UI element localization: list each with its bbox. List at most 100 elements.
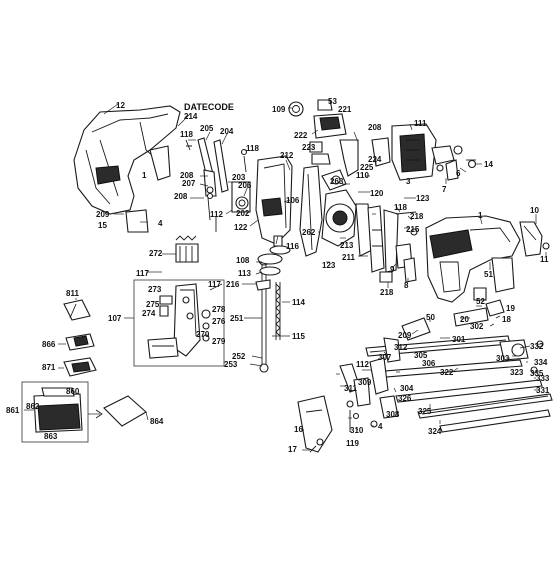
- callout-208: 208: [180, 171, 194, 180]
- callout-871: 871: [42, 363, 56, 372]
- callout-273: 273: [148, 285, 162, 294]
- callout-106: 106: [286, 196, 300, 205]
- callout-118: 118: [246, 144, 259, 153]
- callout-224: 224: [368, 155, 382, 164]
- callout-866: 866: [42, 340, 56, 349]
- leader-lines: [24, 103, 547, 451]
- callout-214: 214: [184, 112, 198, 121]
- mid-right-bracket-group: [367, 205, 418, 283]
- callout-335: 335: [530, 369, 544, 378]
- callout-113: 113: [238, 269, 251, 278]
- callout-4: 4: [158, 219, 163, 228]
- callout-323: 323: [510, 368, 524, 377]
- callout-211: 211: [342, 253, 355, 262]
- right-housing-half: [425, 215, 550, 303]
- callout-306: 306: [422, 359, 436, 368]
- callout-labels: DATECODE 12 1 214 118 205 204 118 208 20…: [6, 97, 550, 454]
- callout-203: 203: [232, 173, 246, 182]
- callout-270: 270: [196, 330, 210, 339]
- callout-109: 109: [272, 105, 286, 114]
- datecode-label: DATECODE: [184, 102, 234, 112]
- callout-860: 860: [66, 387, 80, 396]
- screw-17-head: [316, 438, 324, 446]
- callout-222: 222: [294, 131, 308, 140]
- callout-861: 861: [6, 406, 20, 415]
- callout-206: 206: [238, 181, 252, 190]
- callout-308: 308: [386, 410, 400, 419]
- callout-209: 209: [398, 331, 412, 340]
- callout-303: 303: [496, 354, 510, 363]
- callout-278: 278: [212, 305, 226, 314]
- callout-272: 272: [149, 249, 163, 258]
- callout-221: 221: [338, 105, 352, 114]
- charger-866: [65, 333, 95, 351]
- callout-311: 311: [344, 384, 357, 393]
- callout-120: 120: [370, 189, 384, 198]
- callout-205: 205: [200, 124, 214, 133]
- callout-215: 215: [406, 225, 420, 234]
- callout-209: 209: [96, 210, 110, 219]
- callout-12: 12: [116, 101, 125, 110]
- callout-114: 114: [292, 298, 305, 307]
- callout-212: 212: [280, 151, 294, 160]
- callout-304: 304: [400, 384, 414, 393]
- callout-332: 332: [530, 342, 544, 351]
- callout-123: 123: [322, 261, 336, 270]
- callout-111: 111: [414, 119, 427, 128]
- motor-upper-group: [288, 99, 477, 181]
- arrow-head: [95, 409, 103, 419]
- tube-811: [63, 299, 91, 321]
- callout-8: 8: [404, 281, 409, 290]
- callout-110: 110: [356, 171, 369, 180]
- callout-322: 322: [440, 368, 454, 377]
- callout-263: 263: [330, 177, 344, 186]
- callout-122: 122: [234, 223, 248, 232]
- callout-17: 17: [288, 445, 297, 454]
- trigger-linkage-group: [185, 137, 251, 232]
- callout-123: 123: [416, 194, 430, 203]
- callout-112: 112: [210, 210, 223, 219]
- callout-6: 6: [456, 169, 461, 178]
- callout-279: 279: [212, 337, 226, 346]
- callout-11: 11: [540, 255, 549, 264]
- case-860: [21, 381, 89, 443]
- callout-305: 305: [414, 351, 428, 360]
- trigger-spring-272: [175, 235, 199, 263]
- callout-15: 15: [98, 221, 107, 230]
- callout-334: 334: [534, 358, 548, 367]
- callout-51: 51: [484, 270, 493, 279]
- callout-1: 1: [478, 211, 483, 220]
- bag-864: [103, 395, 147, 427]
- callout-309: 309: [358, 378, 372, 387]
- callout-216: 216: [226, 280, 240, 289]
- callout-310: 310: [350, 426, 364, 435]
- callout-19: 19: [506, 304, 515, 313]
- drive-mechanism: [255, 155, 373, 257]
- callout-9: 9: [390, 265, 395, 274]
- callout-118: 118: [180, 130, 193, 139]
- callout-7: 7: [442, 185, 447, 194]
- callout-301: 301: [452, 335, 466, 344]
- magazine-rails: [365, 287, 553, 433]
- callout-14: 14: [484, 160, 493, 169]
- callout-116: 116: [286, 242, 299, 251]
- callout-223: 223: [302, 143, 316, 152]
- battery-871: [63, 357, 97, 377]
- callout-225: 225: [360, 163, 374, 172]
- callout-53: 53: [328, 97, 337, 106]
- callout-117: 117: [136, 269, 149, 278]
- sub-assembly-107-box: [133, 279, 225, 367]
- callout-253: 253: [224, 360, 238, 369]
- callout-274: 274: [142, 309, 156, 318]
- callout-218: 218: [410, 212, 424, 221]
- callout-20: 20: [460, 315, 469, 324]
- callout-252: 252: [232, 352, 246, 361]
- callout-863: 863: [44, 432, 58, 441]
- callout-112: 112: [356, 360, 369, 369]
- callout-307: 307: [378, 353, 392, 362]
- callout-1: 1: [142, 171, 147, 180]
- callout-108: 108: [236, 256, 250, 265]
- small-bracket-15: [119, 209, 149, 233]
- callout-275: 275: [146, 300, 160, 309]
